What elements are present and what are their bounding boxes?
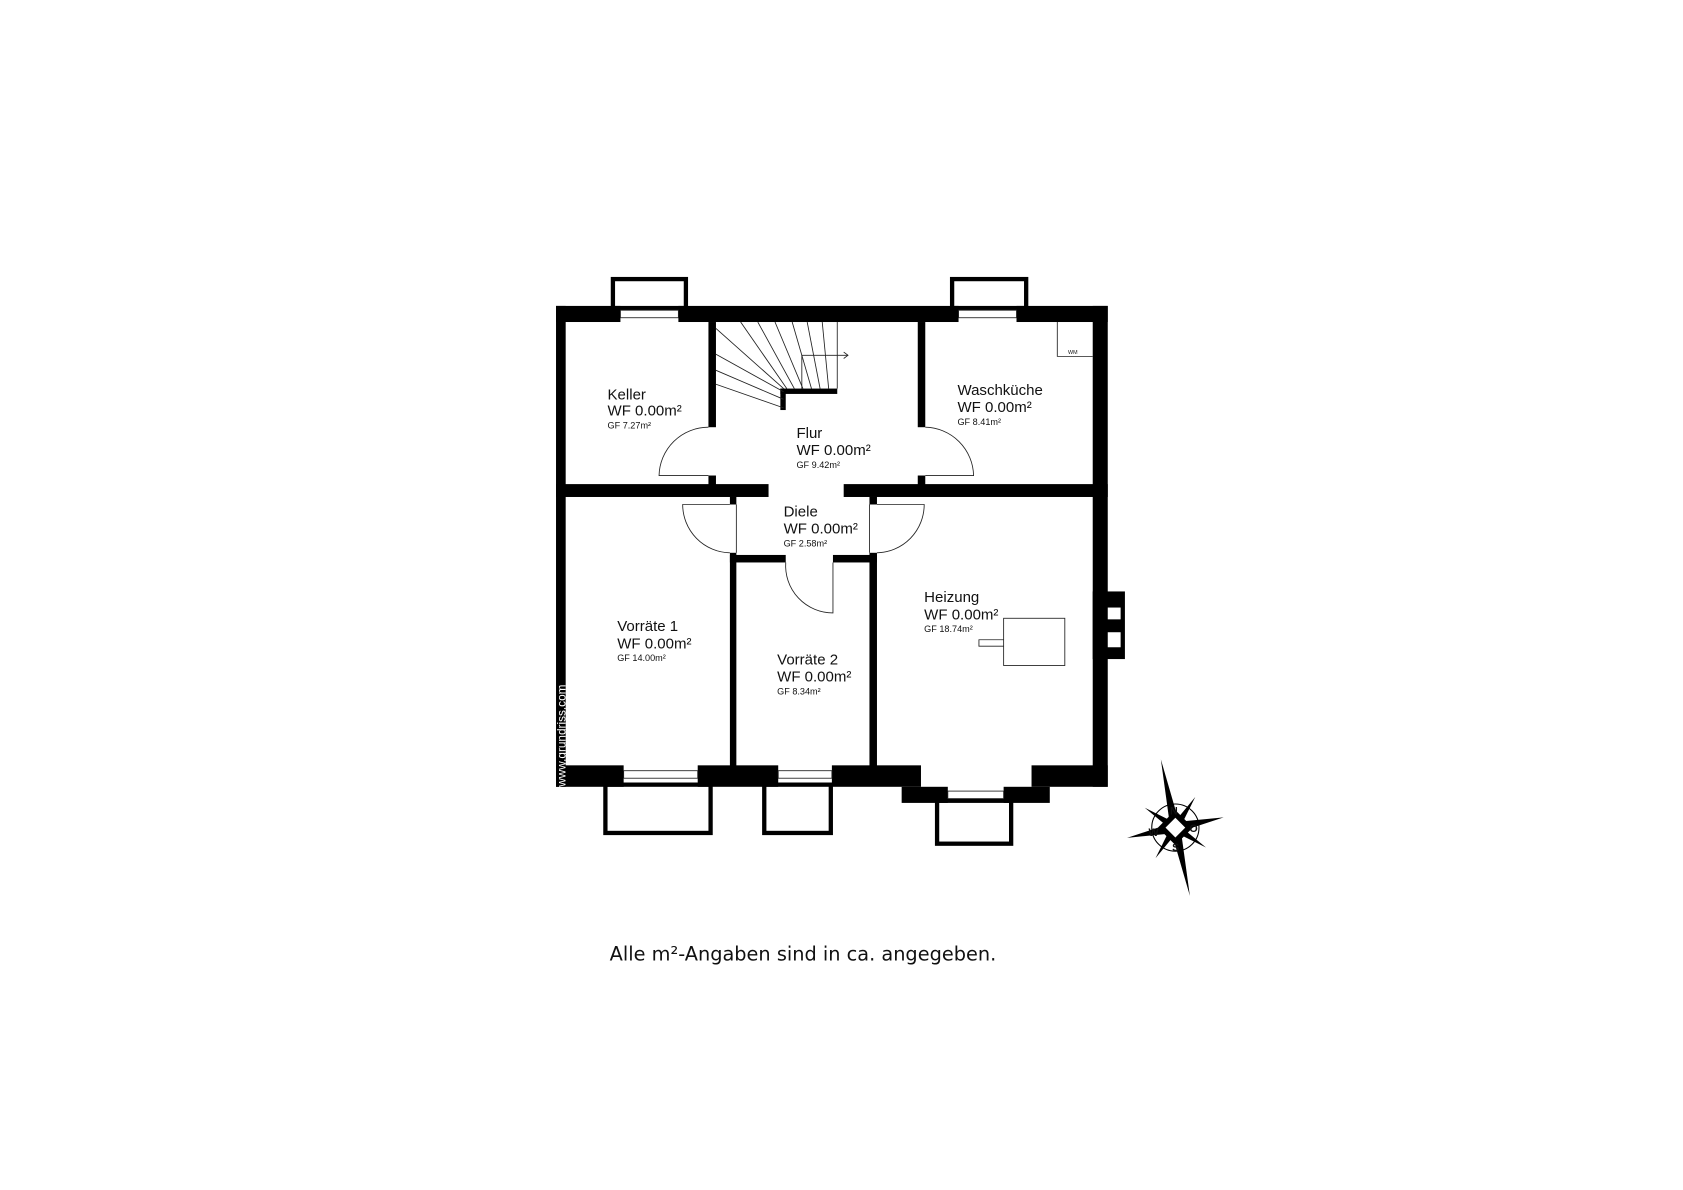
svg-text:WF 0.00m²: WF 0.00m² <box>784 520 858 537</box>
compass-west-label: W <box>1149 827 1160 839</box>
svg-text:GF 2.58m²: GF 2.58m² <box>784 538 828 548</box>
watermark: www.grundriss.com <box>555 684 569 787</box>
staircase[interactable] <box>715 321 849 409</box>
svg-text:WF 0.00m²: WF 0.00m² <box>924 606 998 623</box>
compass-south-label: S <box>1172 842 1179 854</box>
svg-text:Keller: Keller <box>608 386 646 403</box>
svg-text:GF 8.41m²: GF 8.41m² <box>957 417 1001 427</box>
svg-text:GF 14.00m²: GF 14.00m² <box>617 653 666 663</box>
svg-text:GF 18.74m²: GF 18.74m² <box>924 624 973 634</box>
svg-text:GF 9.42m²: GF 9.42m² <box>796 460 840 470</box>
windows <box>619 309 1017 800</box>
room-vorraete-1: Vorräte 1 WF 0.00m² GF 14.00m² <box>617 618 691 663</box>
svg-text:GF 7.27m²: GF 7.27m² <box>608 420 652 430</box>
svg-text:Vorräte 1: Vorräte 1 <box>617 618 678 635</box>
washing-machine: WM <box>1056 322 1093 357</box>
compass-rose-icon: N O S W <box>1127 759 1224 896</box>
window-bays <box>603 276 1029 846</box>
room-keller: Keller WF 0.00m² GF 7.27m² <box>608 386 682 430</box>
area-disclaimer: Alle m²-Angaben sind in ca. angegeben. <box>610 943 997 966</box>
doors[interactable] <box>658 426 975 614</box>
room-flur: Flur WF 0.00m² GF 9.42m² <box>796 425 870 470</box>
svg-text:WF 0.00m²: WF 0.00m² <box>957 399 1031 416</box>
room-heizung: Heizung WF 0.00m² GF 18.74m² <box>924 589 998 634</box>
svg-text:WF 0.00m²: WF 0.00m² <box>796 442 870 459</box>
svg-text:Waschküche: Waschküche <box>957 382 1042 399</box>
compass-north-label: N <box>1170 806 1178 818</box>
svg-text:Heizung: Heizung <box>924 589 979 606</box>
room-vorraete-2: Vorräte 2 WF 0.00m² GF 8.34m² <box>777 651 851 696</box>
boiler <box>978 617 1066 666</box>
chimney-openings <box>1107 607 1121 648</box>
svg-text:Vorräte 2: Vorräte 2 <box>777 651 838 668</box>
compass-east-label: O <box>1189 823 1197 835</box>
walls <box>556 305 1125 803</box>
svg-text:Flur: Flur <box>796 425 822 442</box>
room-diele: Diele WF 0.00m² GF 2.58m² <box>784 503 858 548</box>
room-waschkueche: Waschküche WF 0.00m² GF 8.41m² <box>957 382 1042 427</box>
svg-text:WM: WM <box>1068 350 1078 356</box>
svg-text:WF 0.00m²: WF 0.00m² <box>617 635 691 652</box>
svg-text:Diele: Diele <box>784 503 818 520</box>
svg-text:GF 8.34m²: GF 8.34m² <box>777 686 821 696</box>
svg-text:WF 0.00m²: WF 0.00m² <box>608 402 682 419</box>
svg-text:WF 0.00m²: WF 0.00m² <box>777 669 851 686</box>
